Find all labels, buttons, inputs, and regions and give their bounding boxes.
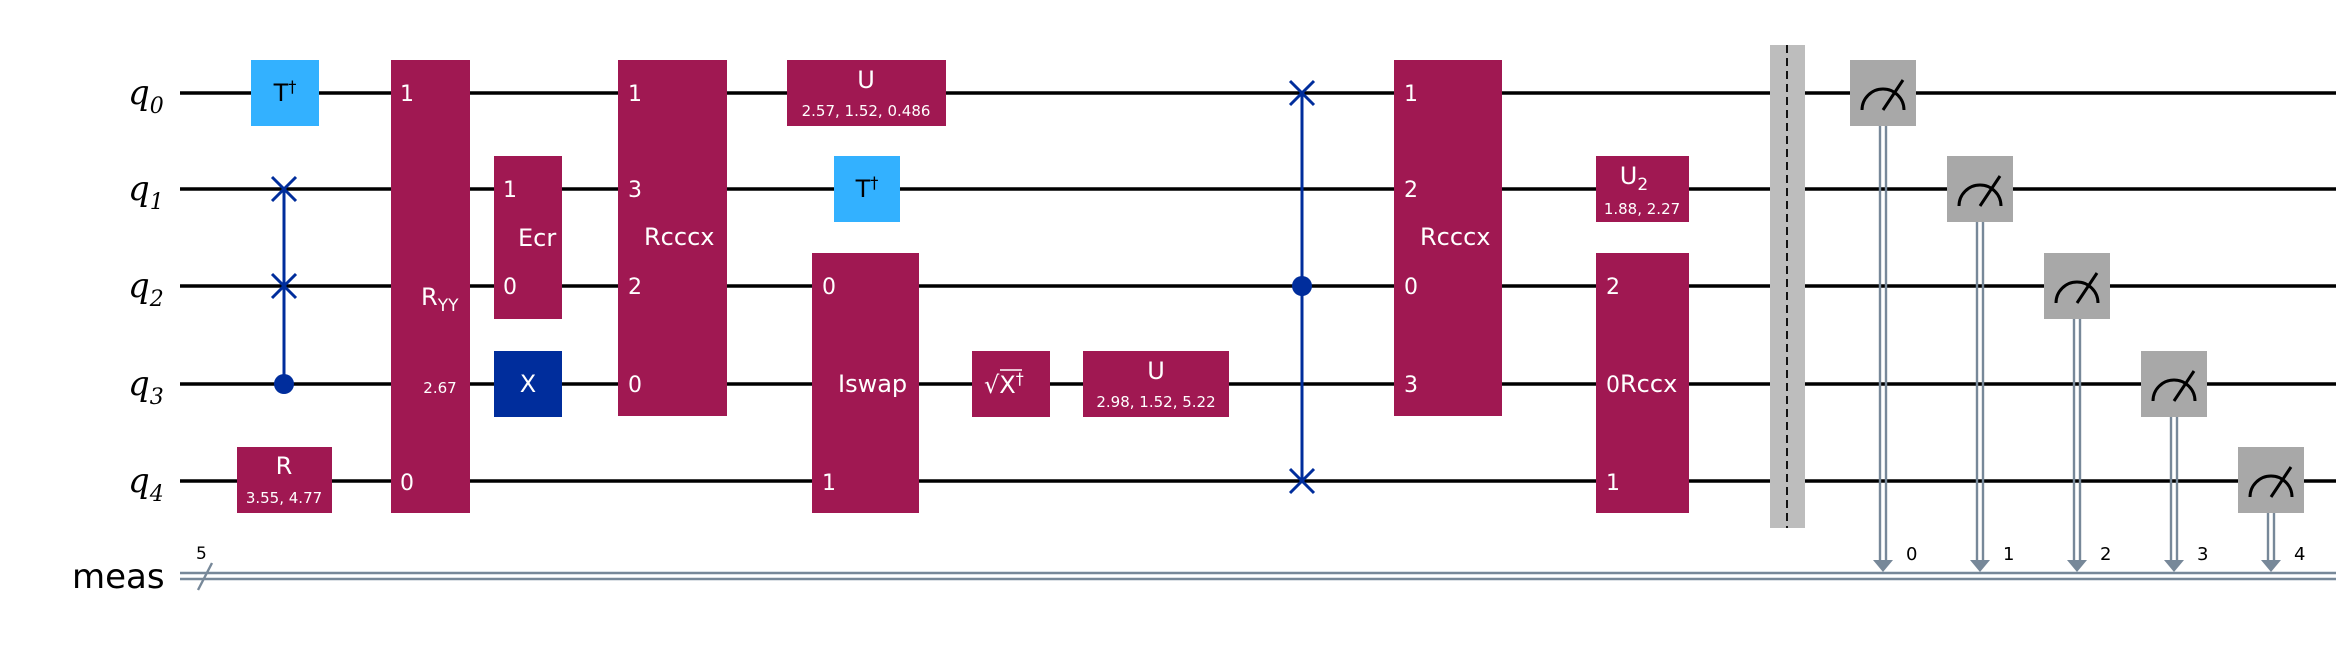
svg-text:Iswap: Iswap <box>838 370 907 398</box>
svg-text:Rccx: Rccx <box>1620 370 1677 398</box>
qubit-label-q2: q2 <box>128 266 164 312</box>
classical-wire: 5 <box>180 544 2336 591</box>
svg-text:0: 0 <box>822 275 836 300</box>
measure-q1: 1 <box>1947 156 2014 572</box>
svg-text:0: 0 <box>400 471 414 496</box>
svg-text:2: 2 <box>1606 275 1620 300</box>
tdg-gate-q1: T† <box>834 156 900 222</box>
svg-text:1: 1 <box>1606 471 1620 496</box>
swap-cross-q2 <box>270 272 298 300</box>
ecr-gate: 1 0 Ecr <box>494 156 562 319</box>
svg-text:2.67: 2.67 <box>423 379 456 397</box>
svg-text:0: 0 <box>1404 275 1418 300</box>
svg-text:2.98, 1.52, 5.22: 2.98, 1.52, 5.22 <box>1096 393 1215 411</box>
qubit-label-q3: q3 <box>128 364 164 410</box>
rccx-gate: 2 0 1 Rccx <box>1596 253 1689 513</box>
svg-text:1: 1 <box>1404 82 1418 107</box>
qubit-label-q4: q4 <box>128 461 164 507</box>
svg-text:Rcccx: Rcccx <box>1420 223 1490 251</box>
svg-text:1: 1 <box>628 82 642 107</box>
iswap-gate: 0 1 Iswap <box>812 253 919 513</box>
x-gate-q3: X <box>494 351 562 417</box>
svg-text:Rcccx: Rcccx <box>644 223 714 251</box>
svg-text:Ecr: Ecr <box>518 224 556 252</box>
qubit-label-q0: q0 <box>128 73 164 119</box>
measure-q2: 2 <box>2044 253 2111 572</box>
svg-text:U2: U2 <box>1620 162 1648 195</box>
svg-text:1: 1 <box>400 82 414 107</box>
svg-text:0: 0 <box>1606 373 1620 398</box>
svg-text:T†: T† <box>273 77 297 107</box>
swap-cross-q1 <box>270 175 298 203</box>
cswap-gate-2 <box>1288 79 1316 495</box>
svg-text:U: U <box>1147 357 1165 385</box>
svg-text:3: 3 <box>1404 373 1418 398</box>
svg-text:T†: T† <box>855 173 879 203</box>
measure-q0: 0 <box>1850 60 1917 572</box>
control-dot-q3 <box>274 374 294 394</box>
rcccx-gate-2: 1 2 0 3 Rcccx <box>1394 60 1502 416</box>
tdg-gate-q0: T† <box>251 60 319 126</box>
sxdg-gate-q3: √X† <box>972 351 1050 417</box>
cswap-gate <box>270 175 298 394</box>
svg-text:0: 0 <box>503 275 517 300</box>
r-gate-q4: R 3.55, 4.77 <box>237 447 332 513</box>
svg-text:3: 3 <box>628 178 642 203</box>
measure-target-0: 0 <box>1906 544 1917 565</box>
rcccx-gate-1: 1 3 2 0 Rcccx <box>618 60 727 416</box>
svg-text:√X†: √X† <box>984 369 1024 399</box>
u2-gate-q1: U2 1.88, 2.27 <box>1596 156 1689 222</box>
swap-cross-q0 <box>1288 79 1316 107</box>
svg-text:2.57, 1.52, 0.486: 2.57, 1.52, 0.486 <box>802 102 931 120</box>
svg-text:X: X <box>520 370 536 398</box>
svg-text:2: 2 <box>628 275 642 300</box>
measure-target-1: 1 <box>2003 544 2014 565</box>
barrier <box>1770 45 1805 528</box>
svg-text:RYY: RYY <box>421 283 459 316</box>
classical-register-label: meas <box>72 557 165 597</box>
register-size-slash <box>196 562 214 591</box>
svg-text:0: 0 <box>628 373 642 398</box>
measure-q3: 3 <box>2141 351 2208 572</box>
ryy-gate: 1 0 RYY 2.67 <box>391 60 470 513</box>
qubit-labels: q0 q1 q2 q3 q4 meas <box>72 73 165 597</box>
control-dot-q2 <box>1292 276 1312 296</box>
svg-text:2: 2 <box>1404 178 1418 203</box>
svg-text:R: R <box>276 452 293 480</box>
u-gate-q0: U 2.57, 1.52, 0.486 <box>787 60 946 126</box>
u-gate-q3: U 2.98, 1.52, 5.22 <box>1083 351 1229 417</box>
measure-target-2: 2 <box>2100 544 2111 565</box>
register-size: 5 <box>196 544 207 564</box>
swap-cross-q4 <box>1288 467 1316 495</box>
svg-text:1: 1 <box>822 471 836 496</box>
svg-text:U: U <box>857 66 875 94</box>
measure-q4: 4 <box>2238 447 2305 572</box>
svg-text:3.55, 4.77: 3.55, 4.77 <box>246 489 322 507</box>
measure-target-4: 4 <box>2294 544 2305 565</box>
svg-text:1.88, 2.27: 1.88, 2.27 <box>1604 200 1680 218</box>
svg-text:1: 1 <box>503 178 517 203</box>
qubit-label-q1: q1 <box>128 169 164 215</box>
measure-target-3: 3 <box>2197 544 2208 565</box>
